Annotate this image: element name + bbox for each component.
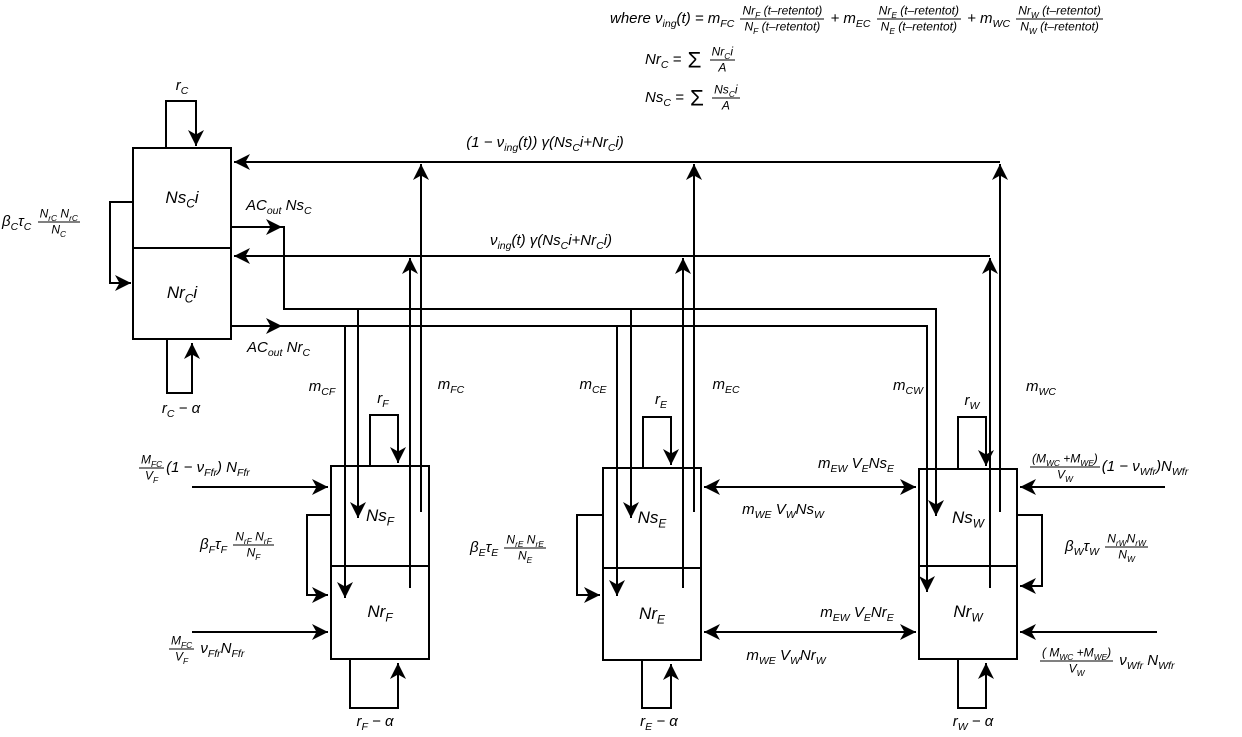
label-m-fc: mFC: [437, 375, 465, 396]
label-ew-nr-eastward: mEW VENrE: [820, 603, 894, 624]
compartment-f-retained-cell: NrF: [332, 565, 428, 657]
compartment-c-susceptible-cell: NsCi: [134, 149, 230, 247]
label-ew-nr-westward: mWE VWNrW: [746, 646, 826, 667]
arrow-w-birth-loop: [957, 416, 994, 468]
label-e-death-rate: rE − α: [640, 712, 678, 733]
label-ingestion-nr: νing(t) γ(NsCi+NrCi): [489, 231, 613, 252]
label-m-ce: mCE: [579, 375, 607, 396]
compartment-e-susceptible-label: NsE: [637, 508, 667, 531]
compartment-c-retained-label: NrCi: [166, 283, 198, 306]
arrow-e-death-loop: [641, 661, 679, 709]
label-f-birth-rate: rF: [377, 389, 389, 410]
compartment-f-box: NsF NrF: [330, 465, 430, 660]
arrow-c-death-loop: [166, 340, 200, 394]
arrow-f-birth-loop: [369, 414, 406, 465]
compartment-e-susceptible-cell: NsE: [604, 469, 700, 567]
arrow-c-recruitment: [109, 201, 132, 291]
arrow-e-recruitment: [576, 514, 602, 603]
arrow-e-birth-loop: [642, 416, 679, 467]
compartment-c-susceptible-label: NsCi: [165, 188, 199, 211]
label-ac-out-ns: ACout NsC: [246, 196, 312, 217]
compartment-e-retained-cell: NrE: [604, 567, 700, 658]
label-m-wc: mWC: [1026, 377, 1056, 398]
compartment-c-retained-cell: NrCi: [134, 247, 230, 337]
label-m-cf: mCF: [308, 377, 336, 398]
label-w-death-rate: rW − α: [952, 712, 994, 733]
label-ingestion-ns: (1 − νing(t)) γ(NsCi+NrCi): [466, 133, 624, 154]
arrow-f-death-loop: [349, 660, 406, 709]
label-ac-out-nr: ACout NrC: [247, 338, 311, 359]
compartment-f-retained-label: NrF: [367, 602, 393, 625]
label-m-ec: mEC: [712, 375, 740, 396]
label-w-birth-rate: rW: [964, 391, 980, 412]
label-e-birth-rate: rE: [654, 390, 668, 411]
compartment-w-susceptible-cell: NsW: [920, 470, 1016, 565]
label-w-in-retained: ( MWC +MWE)VW νWfr NWfr: [1040, 645, 1175, 678]
equation-ingestion-fraction: where νing(t) = mFC NrF (t–retentot)NF (…: [610, 3, 1103, 36]
arrow-c-birth-loop: [165, 100, 204, 147]
compartment-w-retained-cell: NrW: [920, 565, 1016, 657]
arrow-w-death-loop: [957, 660, 994, 709]
compartment-w-susceptible-label: NsW: [951, 507, 984, 530]
label-f-death-rate: rF − α: [356, 712, 394, 733]
label-w-in-susceptible: (MWC +MWE)VW(1 − νWfr)NWfr: [1030, 451, 1189, 484]
compartment-w-box: NsW NrW: [918, 468, 1018, 660]
label-m-cw: mCW: [893, 376, 923, 397]
label-ew-ns-eastward: mEW VENsE: [818, 454, 894, 475]
label-c-death-rate: rC − α: [161, 399, 201, 420]
compartment-f-susceptible-cell: NsF: [332, 467, 428, 565]
compartment-f-susceptible-label: NsF: [365, 506, 395, 529]
compartment-w-retained-label: NrW: [953, 602, 983, 625]
arrow-w-recruitment: [1018, 514, 1043, 594]
compartment-e-retained-label: NrE: [639, 603, 665, 626]
compartment-c-box: NsCi NrCi: [132, 147, 232, 340]
compartment-e-box: NsE NrE: [602, 467, 702, 661]
label-c-birth-rate: rC: [175, 76, 189, 97]
label-ew-ns-westward: mWE VWNsW: [742, 500, 824, 521]
arrow-f-recruitment: [306, 514, 330, 603]
